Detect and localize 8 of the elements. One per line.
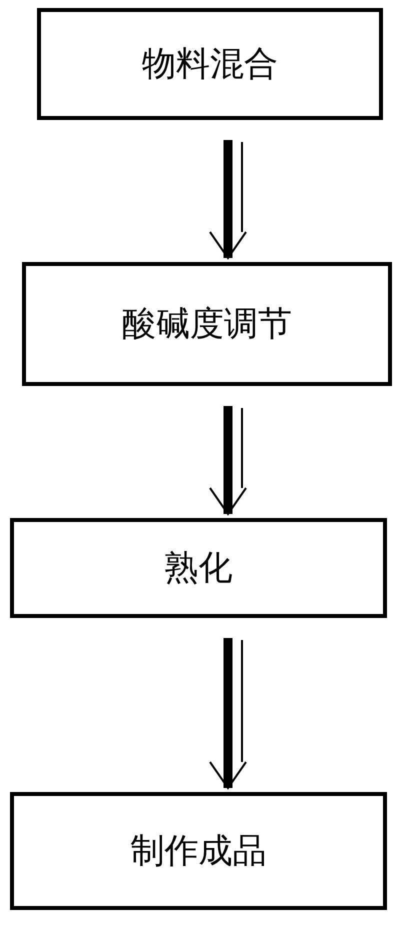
process-box [10, 518, 387, 618]
process-box [22, 262, 392, 386]
box-label: 物料混合 [142, 43, 278, 86]
box-label: 酸碱度调节 [122, 303, 292, 346]
box-label: 熟化 [164, 547, 232, 590]
process-box [10, 792, 387, 910]
box-label: 制作成品 [130, 830, 266, 873]
process-box [37, 8, 383, 120]
